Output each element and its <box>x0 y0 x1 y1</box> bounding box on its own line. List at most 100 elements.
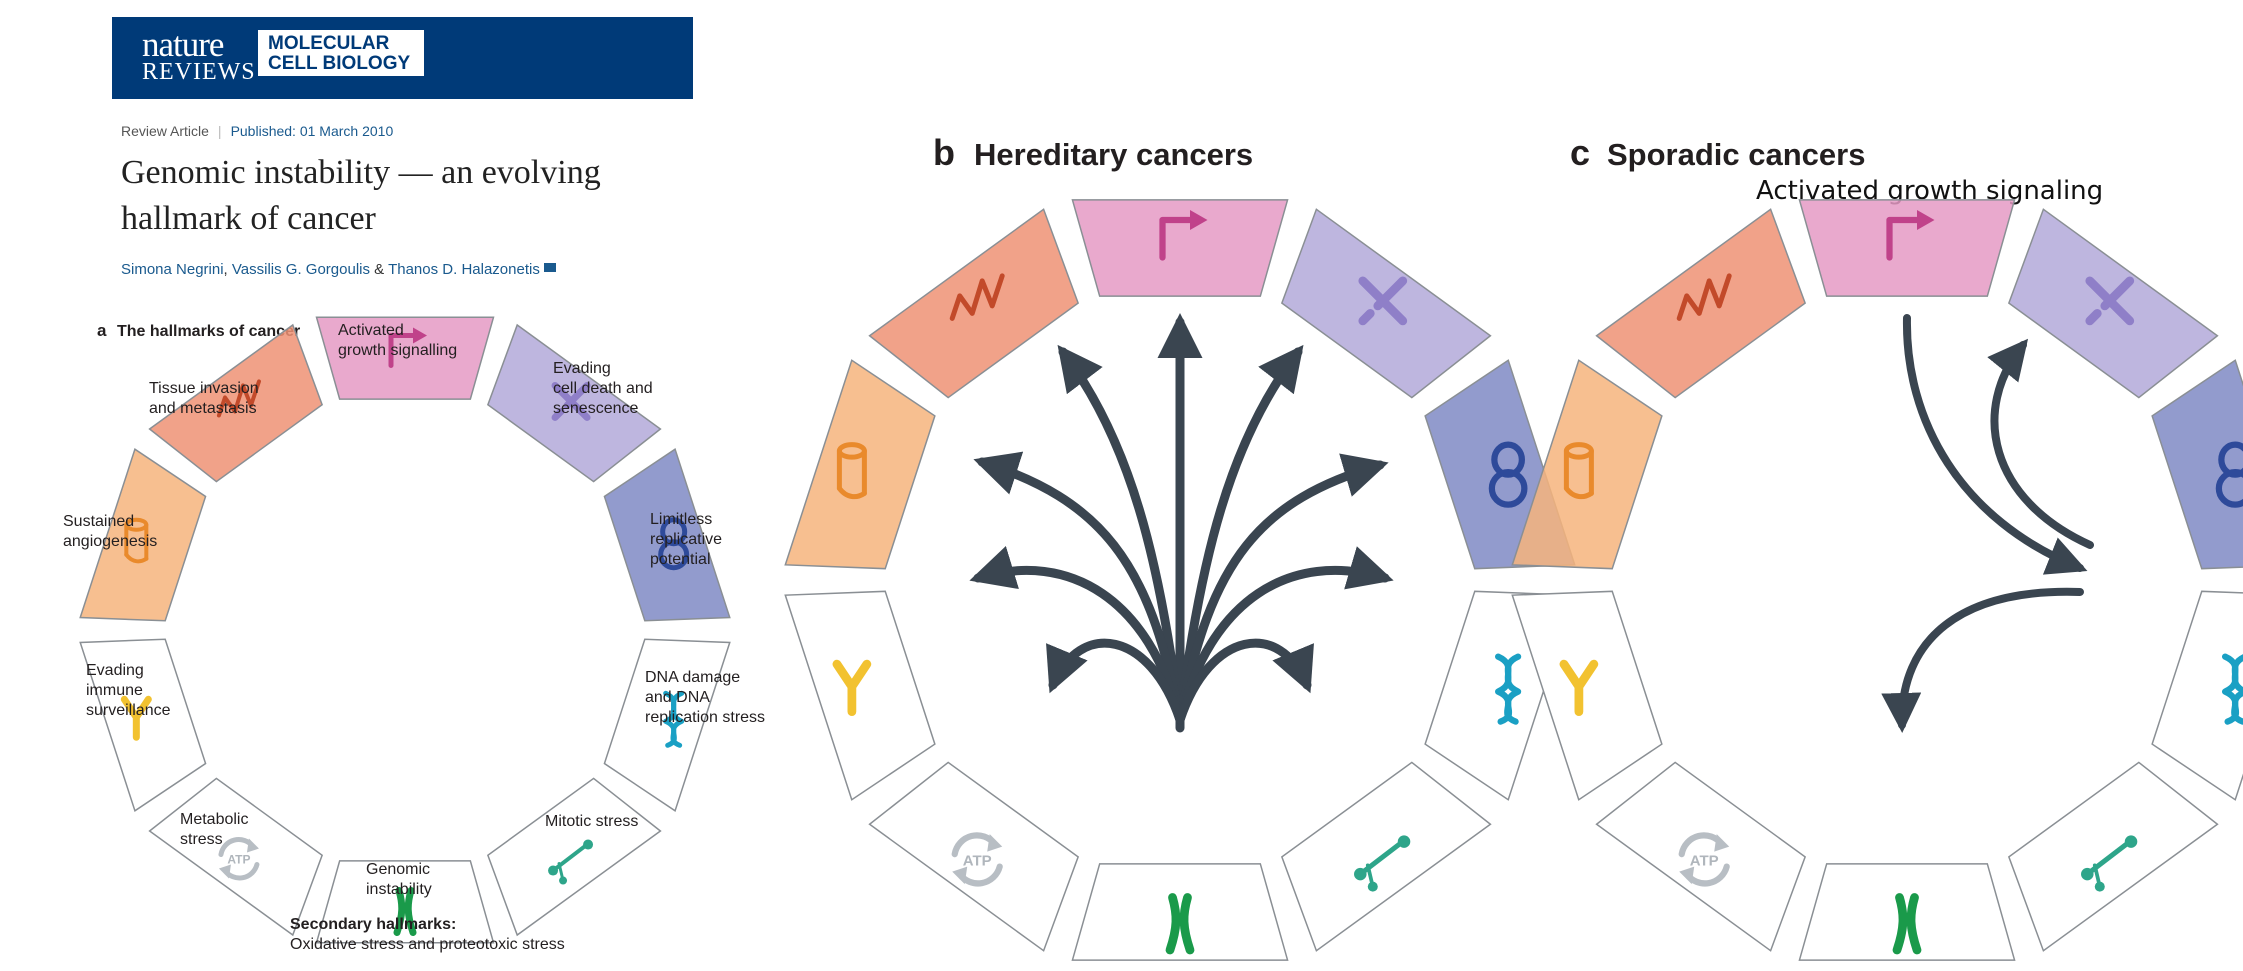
panel-c-title: Sporadic cancers <box>1607 137 1865 172</box>
segment-metabolic <box>148 777 324 937</box>
author-link[interactable]: Simona Negrini <box>121 261 224 278</box>
panel-a-letter: a <box>97 321 107 340</box>
segment-metabolic <box>868 761 1080 952</box>
segment-angio <box>1511 359 1663 570</box>
genomic-icon <box>393 887 417 936</box>
invasion-icon <box>1676 273 1732 321</box>
metabolic-icon: ATP <box>1678 832 1730 887</box>
arrow-to-dna <box>1175 546 1394 725</box>
author-link[interactable]: Vassilis G. Gorgoulis <box>231 261 370 278</box>
arrow-dna-to-death <box>1987 338 2094 549</box>
journal-name: MOLECULAR CELL BIOLOGY <box>258 30 424 76</box>
nature-reviews-logo: nature REVIEWS <box>142 25 256 85</box>
growth-icon <box>1886 210 1935 261</box>
segment-immune <box>784 590 936 801</box>
segment-angio <box>79 448 207 622</box>
death-icon <box>1358 276 1408 326</box>
limitless-icon <box>2215 441 2243 508</box>
immune-icon <box>1559 659 1599 716</box>
atp-label: ATP <box>227 853 250 867</box>
dna-icon <box>2221 653 2243 725</box>
arrow-to-immune <box>969 546 1185 725</box>
angio-icon <box>1563 442 1594 500</box>
arrow-to-mitotic <box>1175 638 1314 725</box>
panel-b-letter: b <box>933 132 955 173</box>
angio-icon <box>124 517 149 564</box>
hallmark-wheel-c: ATP <box>1511 199 2243 961</box>
metabolic-icon: ATP <box>218 837 260 881</box>
invasion-icon <box>216 379 261 418</box>
panel-b-title: Hereditary cancers <box>974 137 1253 172</box>
angio-icon <box>836 442 867 500</box>
atp-label: ATP <box>963 852 992 869</box>
arrow-to-death <box>1175 344 1304 725</box>
author-link[interactable]: Thanos D. Halazonetis <box>388 261 540 278</box>
arrow-to-invasion <box>1057 344 1185 725</box>
atp-label: ATP <box>1690 852 1719 869</box>
growth-icon <box>388 327 427 368</box>
segment-limitless <box>2151 359 2243 570</box>
article-title: Genomic instability — an evolving hallma… <box>121 154 601 237</box>
meta-divider: | <box>217 123 222 139</box>
dna-icon <box>1494 653 1522 725</box>
limitless-icon <box>1488 441 1528 508</box>
journal-banner: nature REVIEWS MOLECULAR CELL BIOLOGY <box>112 17 693 99</box>
panel-a-title: The hallmarks of cancer <box>117 323 300 340</box>
immune-icon <box>120 695 152 741</box>
arrow-to-limitless <box>1175 453 1389 725</box>
mitotic-icon <box>548 839 594 885</box>
death-icon <box>2085 276 2135 326</box>
mitotic-icon <box>1354 835 1411 892</box>
dna-icon <box>663 690 685 748</box>
segment-growth <box>315 316 495 400</box>
immune-icon <box>832 659 872 716</box>
genomic-icon <box>1892 893 1922 955</box>
segment-dna <box>2151 590 2243 801</box>
segment-growth <box>1798 199 2016 297</box>
segment-immune <box>1511 590 1663 801</box>
author-list: Simona Negrini, Vassilis G. Gorgoulis & … <box>121 261 556 278</box>
segment-angio <box>784 359 936 570</box>
hallmark-wheel-a: ATP <box>79 316 731 944</box>
secondary-hallmarks-title: Secondary hallmarks: <box>290 916 456 933</box>
article-type: Review Article <box>121 123 209 139</box>
sporadic-arrows <box>1881 314 2094 733</box>
segment-genomic <box>1798 863 2016 961</box>
segment-genomic <box>315 860 495 944</box>
arrow-to-angio <box>973 451 1185 725</box>
segment-genomic <box>1071 863 1289 961</box>
death-icon <box>551 381 591 421</box>
article-meta: Review Article | Published: 01 March 2010 <box>121 123 393 139</box>
mitotic-icon <box>2081 835 2138 892</box>
hereditary-arrows <box>969 313 1394 733</box>
svg-text:Mitotic stress: Mitotic stress <box>545 813 638 830</box>
secondary-hallmarks-text: Oxidative stress and proteotoxic stress <box>290 936 565 953</box>
metabolic-icon: ATP <box>951 832 1003 887</box>
segment-metabolic <box>1595 761 1807 952</box>
arrow-to-metabolic <box>1046 638 1185 725</box>
limitless-icon <box>658 517 690 571</box>
publish-date: Published: 01 March 2010 <box>230 123 394 139</box>
panel-c-letter: c <box>1570 132 1590 173</box>
segment-dna <box>603 638 731 812</box>
growth-icon <box>1159 210 1208 261</box>
mail-icon[interactable] <box>543 263 556 272</box>
genomic-icon <box>1165 893 1195 955</box>
invasion-icon <box>949 273 1005 321</box>
arrow-dna-to-genomic <box>1881 587 2084 733</box>
segment-immune <box>79 638 207 812</box>
segment-limitless <box>603 448 731 622</box>
arrow-growth-to-dna <box>1902 314 2088 575</box>
segment-growth <box>1071 199 1289 297</box>
